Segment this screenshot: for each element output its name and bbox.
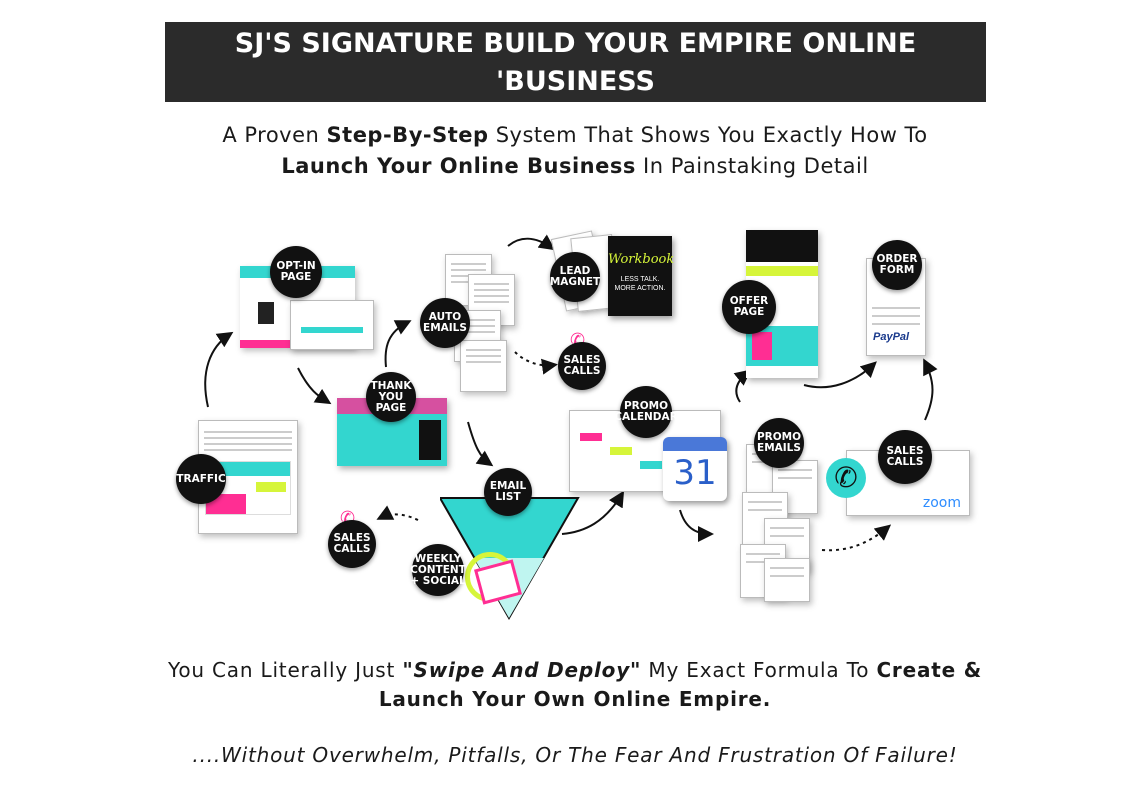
node-email-list: EMAIL LIST <box>484 468 532 516</box>
subheadline: A Proven Step-By-Step System That Shows … <box>150 120 1000 182</box>
arrow <box>507 234 556 251</box>
arrow <box>923 358 938 421</box>
promo-email-doc <box>764 558 810 602</box>
footer-bold: Create & <box>876 658 982 682</box>
calendar-day: 31 <box>673 453 717 493</box>
phone-icon: ✆ <box>826 458 866 498</box>
dotted-arrow <box>514 351 558 375</box>
node-sales-calls-top: SALES CALLS <box>558 342 606 390</box>
arrow <box>297 367 332 405</box>
workbook-tagline: LESS TALK. MORE ACTION. <box>614 276 666 292</box>
headline-line-1: SJ'S SIGNATURE BUILD YOUR EMPIRE ONLINE … <box>234 28 917 97</box>
node-thank-you-page: THANK YOU PAGE <box>366 372 416 422</box>
workbook-cover: Workbook LESS TALK. MORE ACTION. <box>608 236 675 316</box>
node-auto-emails: AUTO EMAILS <box>420 298 470 348</box>
footer-text: My Exact Formula To <box>641 658 877 682</box>
arrow <box>204 331 234 408</box>
headline-line-2: ENGINE’ <box>513 104 638 135</box>
node-opt-in-page: OPT-IN PAGE <box>270 246 322 298</box>
google-calendar-icon: 31 <box>663 437 727 501</box>
swipe-and-deploy-text: You Can Literally Just "Swipe And Deploy… <box>140 656 1010 714</box>
promo-email-doc <box>772 460 818 514</box>
node-traffic: TRAFFIC <box>176 454 226 504</box>
arrow <box>384 320 412 368</box>
node-lead-magnet: LEAD MAGNET <box>550 252 600 302</box>
node-promo-emails: PROMO EMAILS <box>754 418 804 468</box>
node-sales-calls-right: SALES CALLS <box>878 430 932 484</box>
node-promo-calendar: PROMO CALENDAR <box>614 386 678 438</box>
arrow <box>803 361 877 389</box>
footer-text: You Can Literally Just <box>168 658 403 682</box>
headline-banner: SJ'S SIGNATURE BUILD YOUR EMPIRE ONLINE … <box>165 22 986 135</box>
dotted-arrow <box>821 524 892 552</box>
subheadline-bold: Step-By-Step <box>326 123 489 147</box>
footer-emphasis: "Swipe And Deploy" <box>402 658 642 682</box>
email-doc <box>460 340 507 392</box>
arrow <box>679 509 714 542</box>
node-weekly-content: WEEKLY CONTENT + SOCIAL <box>410 544 466 596</box>
node-sales-calls-left: SALES CALLS <box>328 520 376 568</box>
business-engine-diagram: Workbook LESS TALK. MORE ACTION. 31 <box>160 222 990 632</box>
footer-bold: Launch Your Own Online Empire. <box>378 687 772 711</box>
opt-in-form-mockup <box>290 300 374 350</box>
subheadline-bold: Launch Your Online Business <box>281 154 636 178</box>
diagram-arrows <box>204 234 938 552</box>
subheadline-text: System That Shows You Exactly How To <box>488 123 928 147</box>
without-overwhelm-tagline: ....Without Overwhelm, Pitfalls, Or The … <box>192 743 958 767</box>
subheadline-text: In Painstaking Detail <box>635 154 869 178</box>
node-offer-page: OFFER PAGE <box>722 280 776 334</box>
subheadline-text: A Proven <box>222 123 327 147</box>
node-order-form: ORDER FORM <box>872 240 922 290</box>
workbook-title: Workbook <box>608 252 675 267</box>
arrow <box>733 369 752 403</box>
dotted-arrow <box>376 505 419 521</box>
arrow <box>467 421 494 467</box>
paypal-label: PayPal <box>873 331 910 343</box>
zoom-label: zoom <box>922 495 961 511</box>
arrow <box>561 490 625 535</box>
